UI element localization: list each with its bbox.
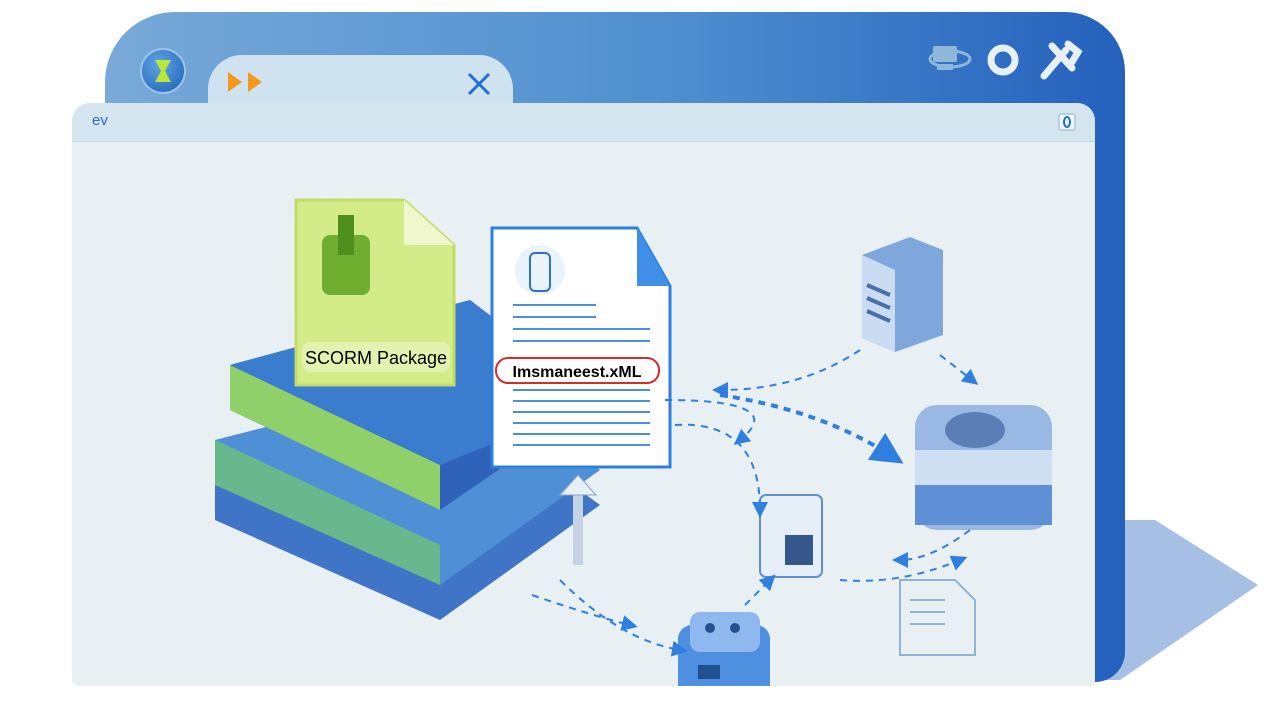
scorm-illustration: SCORM Package Imsmaneest.xML bbox=[215, 170, 1052, 686]
rack-server-icon bbox=[915, 405, 1052, 530]
cube-node-icon bbox=[678, 612, 770, 686]
app-logo-icon bbox=[140, 48, 186, 94]
circle-icon[interactable] bbox=[985, 42, 1021, 78]
manifest-file-label: Imsmaneest.xML bbox=[513, 364, 642, 381]
document-outline-icon bbox=[899, 579, 976, 656]
close-icon[interactable] bbox=[466, 71, 492, 97]
document-server-icon bbox=[759, 494, 823, 578]
manifest-file-icon bbox=[490, 226, 672, 469]
address-text: ev bbox=[92, 112, 108, 129]
scorm-package-label: SCORM Package bbox=[305, 348, 447, 368]
browser-tab[interactable] bbox=[208, 55, 513, 105]
tools-icon[interactable] bbox=[1038, 38, 1084, 82]
browser-window: ev SCORM Package bbox=[72, 103, 1095, 686]
tower-server-icon bbox=[862, 237, 943, 352]
upload-arrow-icon bbox=[558, 474, 598, 565]
data-flow-arrows bbox=[531, 349, 979, 657]
double-play-icon[interactable] bbox=[228, 70, 270, 96]
address-bar[interactable]: ev bbox=[72, 103, 1095, 142]
scorm-package-file-icon bbox=[294, 198, 456, 387]
extension-icon[interactable] bbox=[1058, 113, 1076, 131]
monitor-icon[interactable] bbox=[925, 42, 975, 78]
